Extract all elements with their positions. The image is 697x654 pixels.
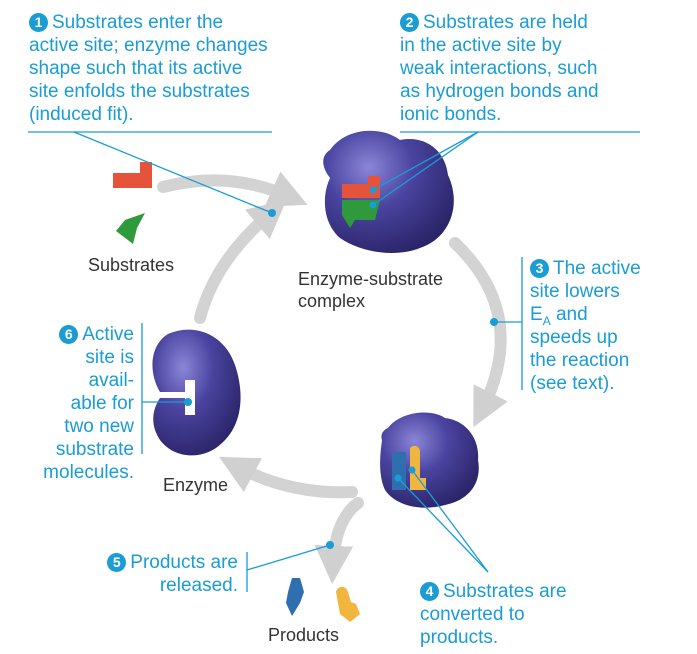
step-5-text: Products are released. — [130, 552, 238, 596]
step-5-number-badge: 5 — [107, 553, 127, 572]
step-4-text: Substrates are converted to products. — [420, 581, 567, 648]
cycle-arrow-enzyme-to-complex — [194, 199, 287, 324]
enzyme-shape — [152, 329, 241, 456]
enzyme-label: Enzyme — [163, 475, 229, 495]
cycle-arrow-return-to-enzyme — [219, 456, 358, 499]
step-3-remaining-text: speeds up the reaction (see text). — [530, 327, 630, 394]
products-label: Products — [268, 625, 340, 645]
step-3-line-2: site lowers — [530, 281, 620, 302]
substrates-label: Substrates — [88, 255, 175, 275]
step-3-line-3: EA and — [530, 303, 641, 328]
step-2-text: Substrates are held in the active site b… — [400, 12, 599, 125]
substrate-red-shape — [113, 162, 152, 188]
activation-energy-symbol: E — [530, 304, 543, 325]
step-3-number-badge: 3 — [530, 259, 549, 278]
step-1-number-badge: 1 — [29, 13, 48, 32]
enzyme-product-complex-shape — [380, 412, 479, 508]
cycle-arrow-complex-to-products — [449, 237, 508, 428]
step-4-number-badge: 4 — [420, 582, 439, 601]
step-3-line-1: The active — [553, 258, 641, 279]
step-1-text: Substrates enter the active site; enzyme… — [29, 12, 268, 125]
substrate-green-shape — [116, 213, 145, 244]
product-yellow-shape — [336, 586, 360, 622]
enzyme-substrate-complex-label: Enzyme-substrate complex — [298, 269, 444, 311]
enzyme-substrate-complex-shape — [323, 130, 454, 253]
products-release-arrow — [314, 497, 364, 585]
callout-dots — [184, 186, 498, 549]
callout-lines — [28, 131, 640, 592]
product-blue-shape — [286, 578, 304, 616]
step-2-number-badge: 2 — [400, 13, 419, 32]
cycle-arrow-substrates-in — [157, 171, 308, 207]
step-3-line-3-tail: and — [550, 304, 588, 325]
step-6-text: Active site is avail- able for two new s… — [43, 324, 134, 483]
activation-energy-subscript: A — [542, 313, 551, 328]
step-6-number-badge: 6 — [59, 325, 79, 344]
